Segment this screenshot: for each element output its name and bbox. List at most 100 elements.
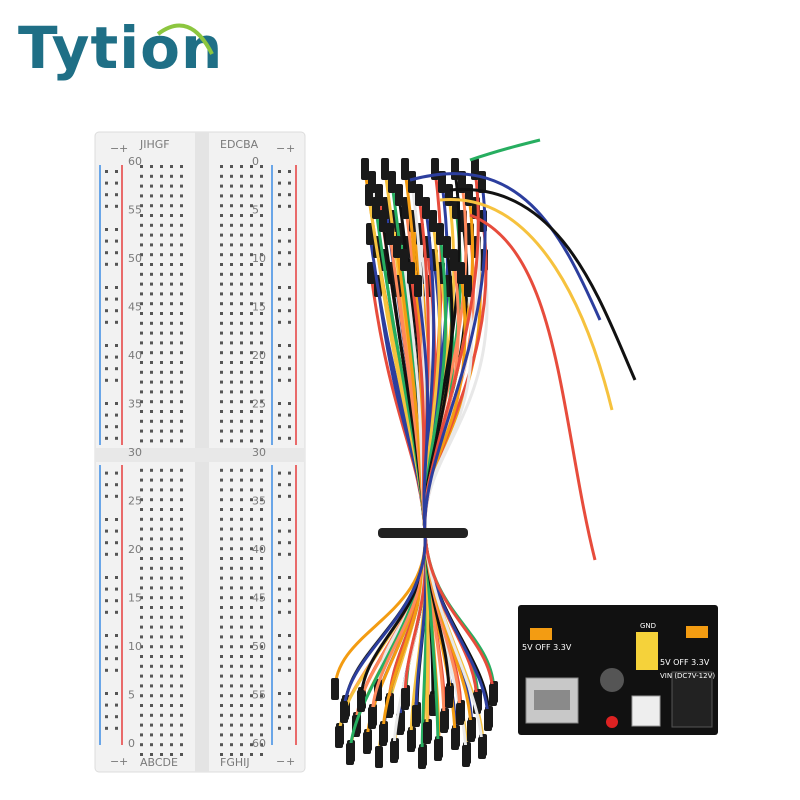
breadboard-hole	[140, 351, 143, 355]
breadboard-hole	[105, 483, 108, 487]
breadboard-hole	[288, 425, 291, 429]
row-number: 35	[252, 495, 266, 508]
breadboard-hole	[260, 174, 263, 178]
breadboard-hole	[288, 692, 291, 695]
rail-plus-bottom-left: +	[119, 755, 128, 768]
breadboard-hole	[240, 478, 243, 482]
breadboard-hole	[105, 668, 108, 672]
breadboard-hole	[278, 726, 281, 730]
wire-connector	[445, 184, 453, 206]
breadboard-hole	[140, 204, 143, 208]
breadboard-hole	[150, 429, 153, 433]
breadboard-hole	[160, 566, 163, 570]
breadboard-hole	[260, 370, 263, 374]
wire-connector	[367, 262, 375, 284]
breadboard-hole	[150, 165, 153, 168]
wire-connector	[436, 223, 444, 245]
breadboard-hole	[240, 351, 243, 355]
breadboard-hole	[278, 344, 281, 347]
breadboard-hole	[170, 361, 173, 364]
breadboard-hole	[180, 390, 183, 394]
breadboard-hole	[250, 419, 253, 423]
breadboard-hole	[115, 599, 118, 603]
breadboard-hole	[170, 292, 173, 296]
breadboard-hole	[260, 263, 263, 266]
letters-top-left: JIHGF	[139, 138, 170, 151]
row-number: 15	[252, 301, 266, 314]
breadboard-hole	[230, 723, 233, 727]
breadboard-hole	[180, 635, 183, 639]
breadboard-hole	[230, 380, 233, 384]
row-number: 50	[252, 640, 266, 653]
breadboard-hole	[220, 635, 223, 639]
breadboard-hole	[278, 576, 281, 579]
wire-connector	[464, 275, 472, 297]
breadboard-hole	[260, 655, 263, 658]
breadboard-hole	[220, 292, 223, 296]
breadboard-hole	[230, 713, 233, 717]
row-number: 10	[252, 252, 266, 265]
breadboard-hole	[105, 239, 108, 243]
breadboard-hole	[250, 410, 253, 413]
breadboard-hole	[105, 657, 108, 661]
breadboard-hole	[105, 425, 108, 429]
breadboard-hole	[180, 625, 183, 629]
rail-plus-top-left: +	[119, 142, 128, 155]
breadboard-hole	[180, 527, 183, 531]
breadboard-hole	[140, 674, 143, 678]
breadboard-hole	[180, 508, 183, 511]
breadboard-hole	[160, 292, 163, 296]
breadboard-hole	[180, 429, 183, 433]
breadboard-hole	[105, 726, 108, 730]
breadboard-hole	[170, 429, 173, 433]
breadboard-hole	[140, 302, 143, 306]
breadboard-hole	[250, 468, 253, 472]
breadboard-hole	[140, 537, 143, 541]
wire-connector	[415, 184, 423, 206]
breadboard-hole	[230, 488, 233, 492]
breadboard-hole	[288, 344, 291, 347]
breadboard-hole	[115, 193, 118, 197]
breadboard-hole	[288, 309, 291, 313]
breadboard-hole	[230, 635, 233, 639]
breadboard-hole	[250, 498, 253, 502]
breadboard-hole	[105, 181, 108, 185]
breadboard-hole	[105, 599, 108, 603]
breadboard-hole	[170, 400, 173, 404]
breadboard-hole	[140, 615, 143, 619]
breadboard-hole	[160, 331, 163, 335]
breadboard-hole	[288, 193, 291, 197]
breadboard-hole	[140, 439, 143, 443]
wire-connector	[456, 703, 464, 725]
breadboard-hole	[115, 344, 118, 347]
breadboard-hole	[250, 684, 253, 688]
breadboard-hole	[180, 243, 183, 247]
breadboard-hole	[115, 703, 118, 707]
breadboard-hole	[230, 263, 233, 266]
breadboard-hole	[115, 552, 118, 556]
breadboard-hole	[230, 292, 233, 296]
breadboard-hole	[220, 233, 223, 237]
breadboard-hole	[288, 494, 291, 498]
power-supply-module: 5V OFF 3.3V 5V OFF 3.3V GND VIN (DC7V-12…	[518, 605, 718, 735]
breadboard-hole	[260, 282, 263, 286]
breadboard-hole	[288, 355, 291, 359]
breadboard-hole	[115, 645, 118, 649]
breadboard-hole	[180, 370, 183, 374]
wire-connector	[357, 690, 365, 712]
capacitor	[600, 668, 624, 692]
breadboard-hole	[150, 410, 153, 413]
breadboard-hole	[230, 674, 233, 678]
breadboard-hole	[230, 527, 233, 531]
breadboard-hole	[260, 292, 263, 296]
breadboard-hole	[250, 606, 253, 609]
breadboard-hole	[105, 402, 108, 405]
breadboard-hole	[240, 184, 243, 188]
dc-jack	[671, 671, 713, 728]
wire-connector	[414, 275, 422, 297]
wire-connector	[375, 746, 383, 768]
breadboard-hole	[230, 547, 233, 551]
wire-connector	[393, 236, 401, 258]
breadboard-hole	[240, 204, 243, 208]
